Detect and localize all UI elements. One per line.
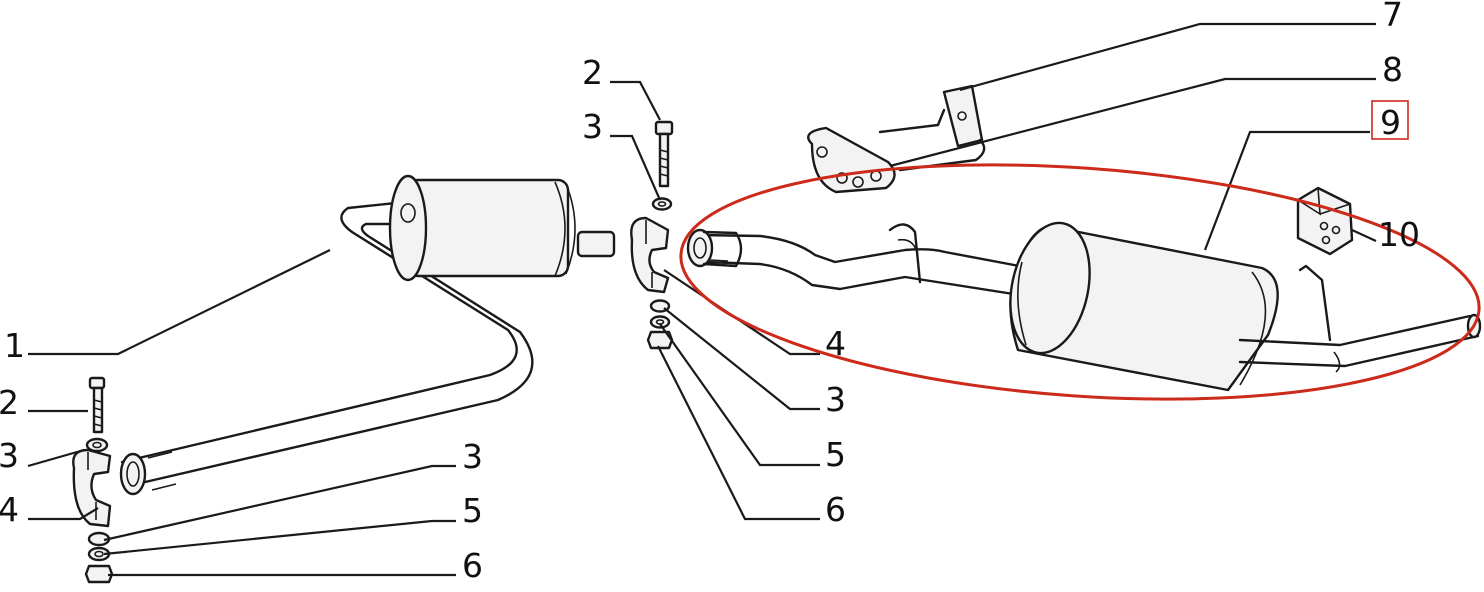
callout-9: 9	[1380, 103, 1401, 142]
callout-7: 7	[1382, 0, 1403, 34]
front-pipe-with-silencer	[119, 174, 616, 496]
left-clamp-assembly	[72, 376, 114, 584]
callout-4-middle: 4	[825, 324, 846, 363]
leader-lines	[27, 22, 1377, 577]
rear-silencer	[686, 221, 1482, 392]
callout-4-left: 4	[0, 490, 19, 529]
rubber-block	[1296, 186, 1354, 256]
callout-labels: 1 2 3 4 3 5 6 2 3 4 3 5 6 7 8 9 10	[0, 0, 1420, 585]
callout-2-left: 2	[0, 383, 19, 422]
middle-clamp-assembly	[630, 120, 674, 350]
callout-3-middle: 3	[582, 107, 603, 146]
callout-6-left: 6	[462, 546, 483, 585]
callout-5-middle: 5	[825, 435, 846, 474]
highlight-ellipse	[679, 163, 1481, 401]
highlighted-callout-box	[1371, 100, 1409, 140]
callout-5-left: 5	[462, 491, 483, 530]
callout-6-middle: 6	[825, 490, 846, 529]
callout-10: 10	[1378, 215, 1420, 254]
callout-1: 1	[4, 326, 25, 365]
callout-2-middle: 2	[582, 53, 603, 92]
callout-3-middle-lower: 3	[825, 380, 846, 419]
callout-3-left-lower: 3	[462, 437, 483, 476]
callout-3-left: 3	[0, 436, 19, 475]
callout-8: 8	[1382, 50, 1403, 89]
